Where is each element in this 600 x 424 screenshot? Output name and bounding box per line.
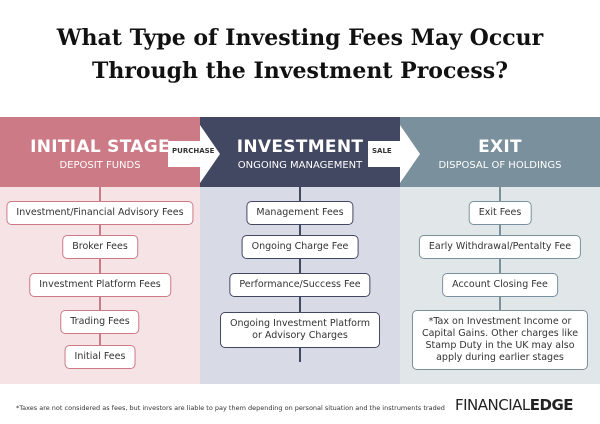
right-arrow-icon bbox=[168, 125, 220, 183]
arrow-label: PURCHASE bbox=[172, 147, 215, 155]
stage-subheading: DISPOSAL OF HOLDINGS bbox=[438, 160, 562, 171]
fee-box: Broker Fees bbox=[62, 235, 138, 259]
arrow-label: SALE bbox=[372, 147, 392, 155]
stage-heading: EXIT bbox=[478, 137, 522, 157]
fee-box: Account Closing Fee bbox=[442, 273, 558, 297]
fee-box: Early Withdrawal/Pentalty Fee bbox=[418, 235, 582, 259]
fee-box: Trading Fees bbox=[60, 310, 140, 334]
title-line-1: What Type of Investing Fees May Occur bbox=[56, 25, 544, 51]
fee-box: *Tax on Investment Income or Capital Gai… bbox=[411, 310, 589, 370]
stage-subheading: ONGOING MANAGEMENT bbox=[237, 160, 363, 171]
fee-box: Management Fees bbox=[246, 201, 354, 225]
fee-box: Ongoing Charge Fee bbox=[241, 235, 359, 259]
stage-column-investment: INVESTMENT ONGOING MANAGEMENT Management… bbox=[200, 117, 400, 384]
fee-box: Investment Platform Fees bbox=[29, 273, 171, 297]
fee-box: Initial Fees bbox=[64, 345, 136, 369]
fee-box: Performance/Success Fee bbox=[229, 273, 371, 297]
footnote: *Taxes are not considered as fees, but i… bbox=[16, 404, 445, 412]
fee-box: Exit Fees bbox=[468, 201, 532, 225]
page-title: What Type of Investing Fees May Occur Th… bbox=[0, 22, 600, 88]
fee-box: Investment/Financial Advisory Fees bbox=[6, 201, 194, 225]
stage-heading: INVESTMENT bbox=[236, 137, 364, 157]
stage-header: INITIAL STAGE DEPOSIT FUNDS bbox=[0, 117, 200, 187]
fee-box: Ongoing Investment Platform or Advisory … bbox=[220, 312, 380, 348]
financial-edge-logo: FINANCIALEDGE bbox=[455, 396, 574, 414]
right-arrow-icon bbox=[368, 125, 420, 183]
stage-column-initial: INITIAL STAGE DEPOSIT FUNDS Investment/F… bbox=[0, 117, 200, 384]
arrow-sale: SALE bbox=[368, 125, 420, 183]
title-line-2: Through the Investment Process? bbox=[91, 58, 509, 84]
stage-header: EXIT DISPOSAL OF HOLDINGS bbox=[400, 117, 600, 187]
stage-subheading: DEPOSIT FUNDS bbox=[59, 160, 141, 171]
stage-heading: INITIAL STAGE bbox=[30, 137, 170, 157]
arrow-purchase: PURCHASE bbox=[168, 125, 220, 183]
stage-header: INVESTMENT ONGOING MANAGEMENT bbox=[200, 117, 400, 187]
